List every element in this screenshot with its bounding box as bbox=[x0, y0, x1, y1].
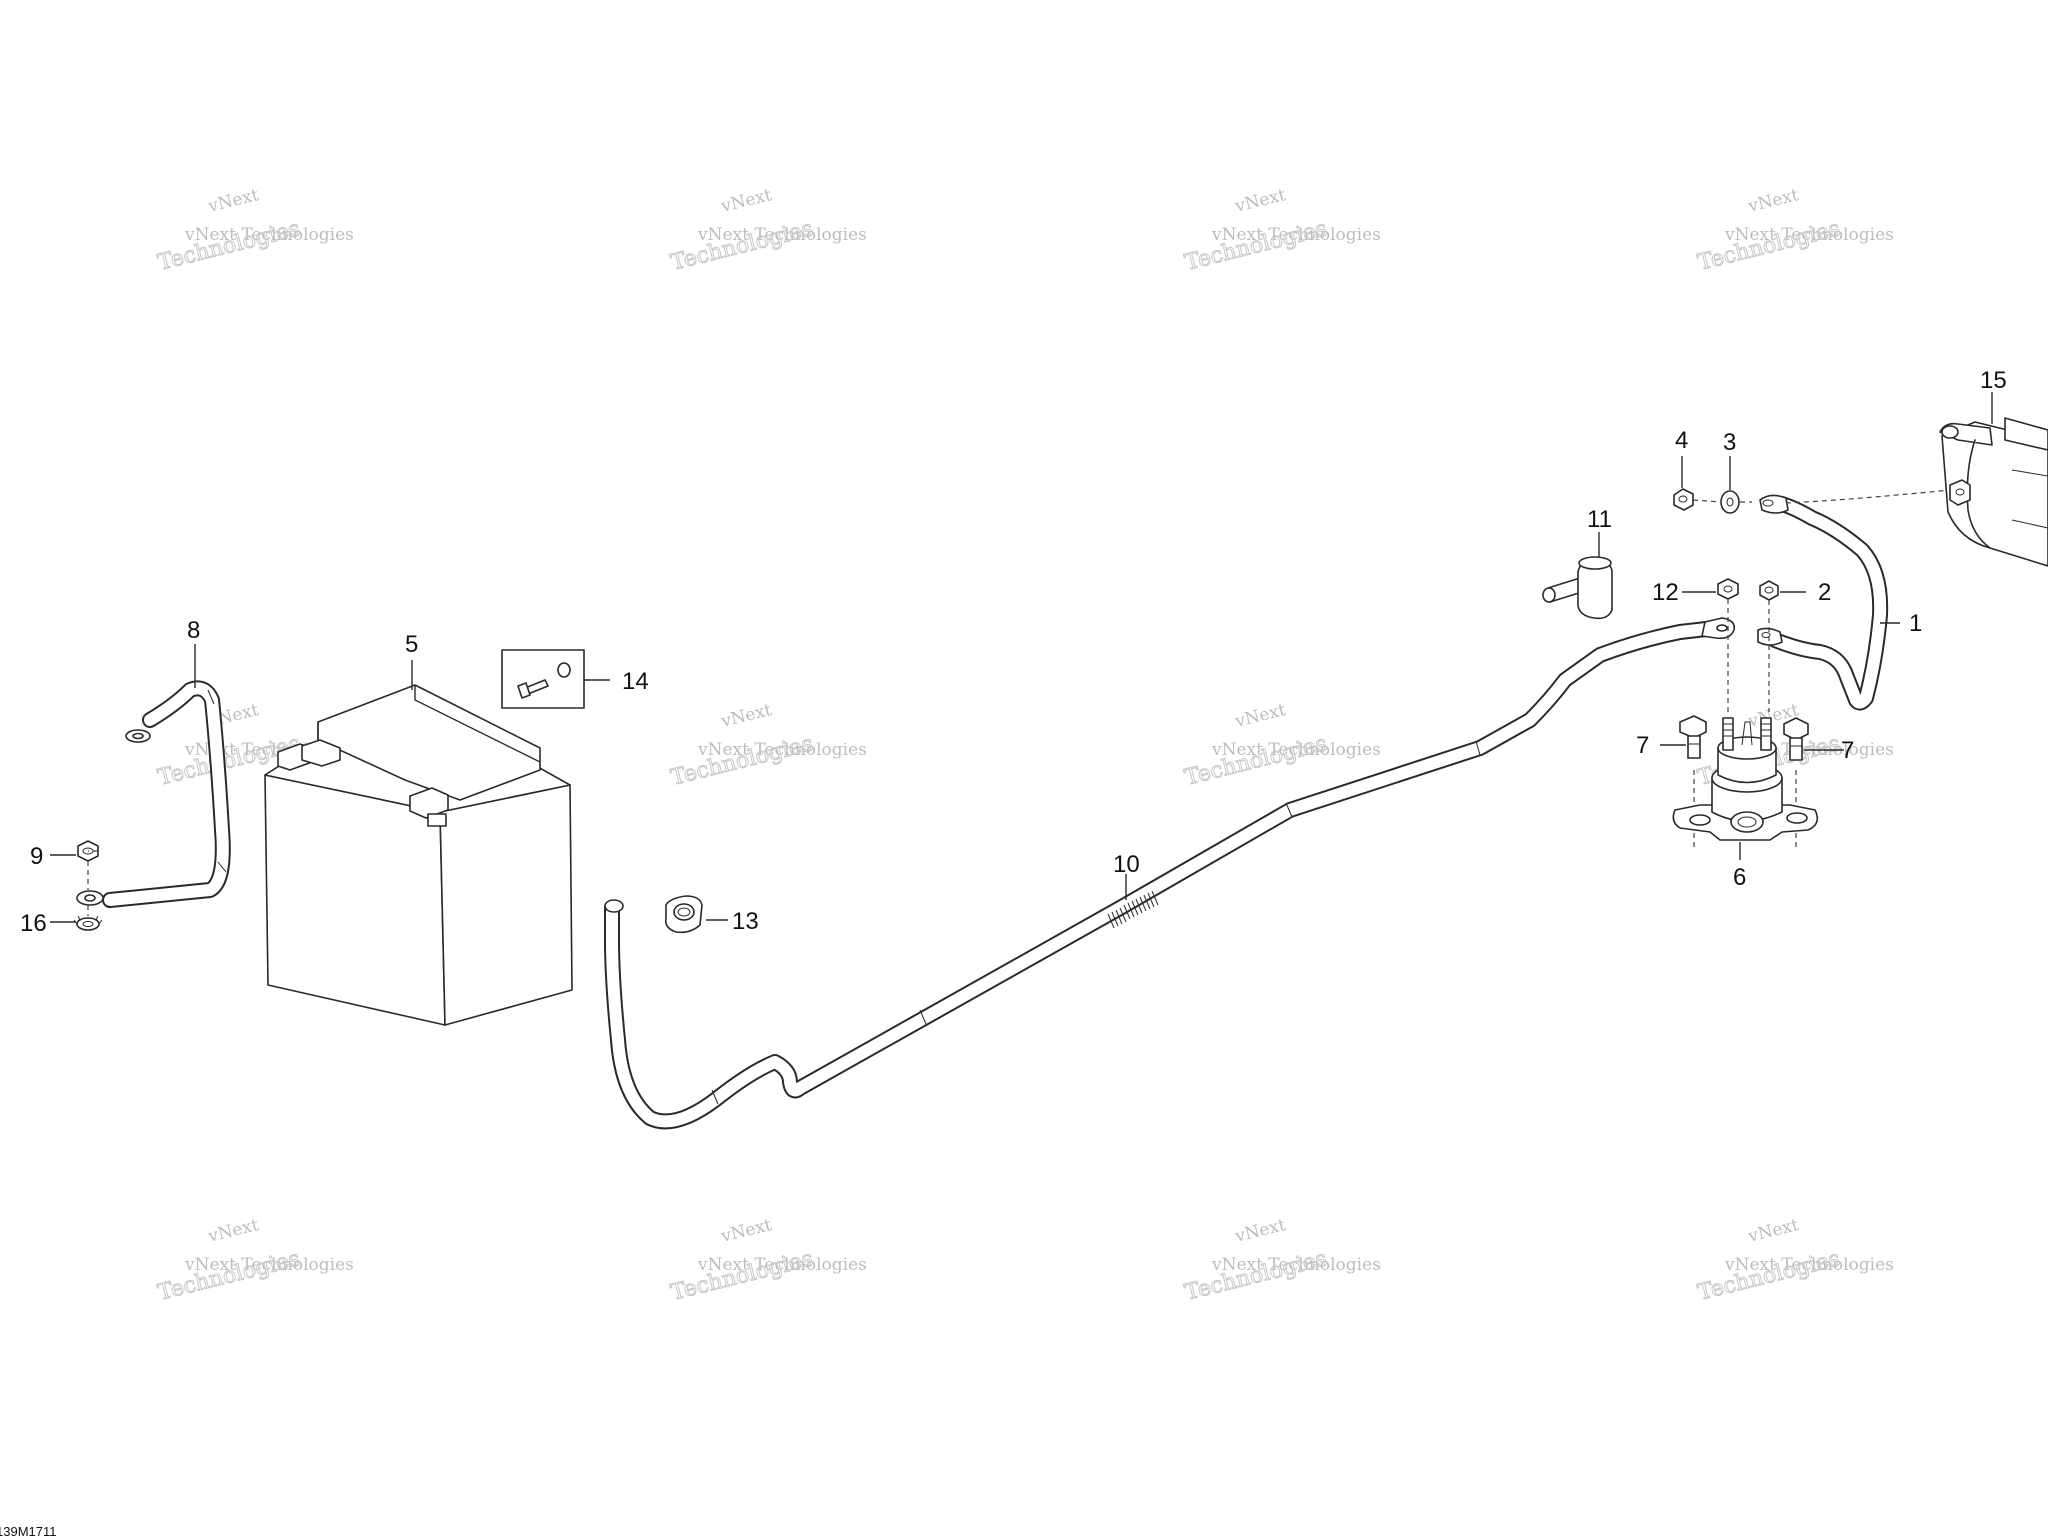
callout-7-right: 7 bbox=[1841, 737, 1854, 764]
terminal-boot-part-13[interactable] bbox=[664, 895, 703, 934]
watermark: vNext vNext Technologies Technologies bbox=[668, 700, 867, 791]
watermark: vNext vNext Technologies Technologies bbox=[1182, 185, 1381, 276]
callout-4: 4 bbox=[1675, 427, 1688, 454]
callout-6: 6 bbox=[1733, 864, 1746, 891]
watermark: vNext vNext Technologies Technologies bbox=[1182, 1215, 1381, 1306]
svg-text:vNext Technologies: vNext Technologies bbox=[1211, 225, 1381, 245]
watermark: vNext vNext Technologies Technologies bbox=[668, 1215, 867, 1306]
nut-part-12[interactable] bbox=[1717, 578, 1739, 600]
washer-part-3[interactable] bbox=[1720, 490, 1740, 514]
figure-reference-code: 139M1711 bbox=[0, 1524, 56, 1536]
callout-15: 15 bbox=[1980, 367, 2007, 394]
callout-7-left: 7 bbox=[1636, 732, 1649, 759]
svg-text:vNext Technologies: vNext Technologies bbox=[697, 740, 867, 760]
svg-text:vNext: vNext bbox=[718, 700, 773, 732]
callout-2: 2 bbox=[1818, 579, 1831, 606]
cable-starter-part-1[interactable] bbox=[1757, 494, 1889, 711]
svg-text:vNext: vNext bbox=[1745, 1215, 1800, 1247]
cable-sleeve bbox=[1107, 890, 1159, 929]
lock-washer-part-16[interactable] bbox=[73, 915, 103, 931]
solenoid-part-6[interactable] bbox=[1672, 717, 1819, 841]
callout-13: 13 bbox=[732, 908, 759, 935]
svg-text:vNext Technologies: vNext Technologies bbox=[697, 1255, 867, 1275]
callout-5: 5 bbox=[405, 631, 418, 658]
cable-negative-part-8[interactable] bbox=[76, 680, 231, 908]
svg-text:vNext: vNext bbox=[718, 1215, 773, 1247]
callout-9: 9 bbox=[30, 843, 43, 870]
svg-text:vNext: vNext bbox=[718, 185, 773, 217]
svg-text:vNext Technologies: vNext Technologies bbox=[184, 1255, 354, 1275]
cable-positive-part-10[interactable] bbox=[604, 617, 1736, 1130]
svg-text:vNext Technologies: vNext Technologies bbox=[184, 225, 354, 245]
screw-part-7-right[interactable] bbox=[1783, 717, 1809, 761]
svg-text:vNext: vNext bbox=[1232, 185, 1287, 217]
svg-text:vNext Technologies: vNext Technologies bbox=[1211, 740, 1381, 760]
watermark: vNext vNext Technologies Technologies bbox=[155, 1215, 354, 1306]
svg-text:vNext: vNext bbox=[1745, 185, 1800, 217]
callout-8: 8 bbox=[187, 617, 200, 644]
svg-text:vNext: vNext bbox=[205, 1215, 260, 1247]
watermark: vNext vNext Technologies Technologies bbox=[1695, 1215, 1894, 1306]
battery-part-5[interactable] bbox=[264, 684, 573, 1026]
screw-part-7-left[interactable] bbox=[1679, 715, 1707, 759]
callout-14: 14 bbox=[622, 668, 649, 695]
watermark: vNext vNext Technologies Technologies bbox=[155, 185, 354, 276]
svg-text:vNext: vNext bbox=[1232, 700, 1287, 732]
hardware-kit-part-14[interactable] bbox=[501, 649, 585, 709]
svg-text:vNext Technologies: vNext Technologies bbox=[1724, 225, 1894, 245]
svg-text:vNext: vNext bbox=[205, 185, 260, 217]
svg-text:vNext Technologies: vNext Technologies bbox=[1211, 1255, 1381, 1275]
callout-1: 1 bbox=[1909, 610, 1922, 637]
callout-11: 11 bbox=[1587, 506, 1612, 533]
terminal-cover-part-11[interactable] bbox=[1542, 556, 1613, 620]
callout-10: 10 bbox=[1113, 851, 1140, 878]
leader-lines bbox=[50, 392, 1993, 923]
svg-text:vNext: vNext bbox=[1232, 1215, 1287, 1247]
watermark: vNext vNext Technologies Technologies bbox=[1695, 185, 1894, 276]
callout-3: 3 bbox=[1723, 429, 1736, 456]
callout-12: 12 bbox=[1652, 579, 1679, 606]
cable-end bbox=[604, 899, 624, 913]
watermark: vNext vNext Technologies Technologies bbox=[1182, 700, 1381, 791]
svg-text:vNext Technologies: vNext Technologies bbox=[697, 225, 867, 245]
watermark: vNext vNext Technologies Technologies bbox=[668, 185, 867, 276]
svg-text:vNext Technologies: vNext Technologies bbox=[1724, 1255, 1894, 1275]
callouts: 1 2 3 4 5 6 7 7 8 9 10 11 12 13 14 15 16 bbox=[20, 367, 2007, 937]
starter-motor-part-15[interactable] bbox=[1939, 417, 2048, 567]
nut-part-2[interactable] bbox=[1759, 580, 1779, 601]
callout-16: 16 bbox=[20, 910, 47, 937]
nut-part-4[interactable] bbox=[1673, 488, 1694, 511]
